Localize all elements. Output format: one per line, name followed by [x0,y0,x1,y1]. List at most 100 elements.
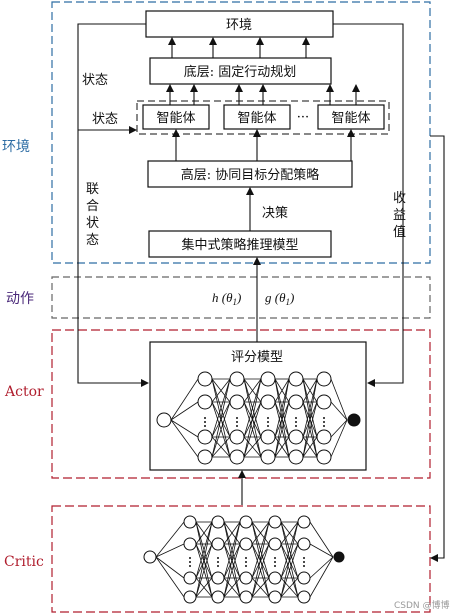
nn-ellipsis-dot [323,425,325,427]
nn-node [183,515,197,529]
nn-node [316,394,332,410]
action-region-label: 动作 [6,291,34,307]
nn-connection [302,378,318,403]
nn-node [143,550,157,564]
nn-ellipsis-dot [295,421,297,423]
nn-connection [274,378,290,458]
central-model-label: 集中式策略推理模型 [181,237,298,253]
nn-connection [274,378,290,403]
decision-label: 决策 [262,205,288,221]
nn-node [156,412,172,428]
nn-ellipsis-dot [236,421,238,423]
nn-connection [243,401,262,458]
nn-connection [251,543,270,598]
nn-node [316,371,332,387]
nn-connection [211,436,231,458]
nn-node [297,515,311,529]
nn-node [239,515,253,529]
nn-connection [211,378,231,403]
state-label-inner: 状态 [92,112,118,127]
nn-connection [251,521,270,579]
nn-ellipsis-dot [245,565,247,567]
nn-connection [309,556,334,598]
nn-ellipsis-dot [236,425,238,427]
nn-node [211,537,225,551]
nn-connection [302,436,318,458]
nn-connection [195,521,213,598]
nn-node [316,429,332,445]
actor-region [51,329,431,479]
nn-connection [330,419,348,438]
nn-node [229,429,245,445]
nn-connection [223,543,241,598]
nn-connection [302,401,318,458]
g-theta-label: g (θ1) [265,290,294,307]
actor-neural-network [156,371,361,465]
joint-state-char-1: 联 [86,182,99,197]
nn-connection [280,521,299,579]
nn-ellipsis-dot [274,561,276,563]
evaluation-model-label: 评分模型 [231,350,283,365]
nn-ellipsis-dot [295,417,297,419]
nn-ellipsis-dot [323,417,325,419]
nn-ellipsis-dot [217,557,219,559]
nn-ellipsis-dot [295,425,297,427]
joint-state-char-3: 状 [86,216,99,231]
nn-connection [170,419,199,438]
agent-label-3: 智能体 [331,111,370,126]
nn-connection [223,521,241,598]
nn-ellipsis-dot [267,421,269,423]
nn-node [197,371,213,387]
nn-node [229,371,245,387]
reward-char-3: 值 [393,224,406,240]
nn-node [239,537,253,551]
nn-connection [170,378,199,421]
nn-ellipsis-dot [267,425,269,427]
agent-ellipsis: ··· [297,110,309,125]
nn-node [333,551,345,563]
nn-node [288,394,304,410]
nn-node [229,449,245,465]
nn-ellipsis-dot [236,417,238,419]
nn-connection [280,521,299,598]
nn-node [288,449,304,465]
nn-node [197,429,213,445]
environment-box [145,10,334,38]
nn-connection [302,378,318,438]
nn-node [229,394,245,410]
nn-node [260,394,276,410]
nn-node [239,571,253,585]
nn-ellipsis-dot [267,417,269,419]
env-region-label: 环境 [2,139,30,155]
nn-connection [330,401,348,421]
nn-connection [155,521,185,558]
nn-ellipsis-dot [204,417,206,419]
nn-node [347,413,361,427]
nn-ellipsis-dot [323,421,325,423]
nn-connection [155,556,185,579]
watermark: CSDN @博博 [394,599,450,611]
nn-node [268,515,282,529]
nn-ellipsis-dot [303,561,305,563]
nn-node [260,371,276,387]
bottom-layer-label: 底层: 固定行动规划 [184,64,297,80]
nn-node [260,449,276,465]
nn-connection [274,436,290,458]
reward-char-1: 收 [393,191,406,206]
nn-connection [251,521,270,598]
nn-connection [155,543,185,558]
nn-connection [302,378,318,458]
nn-connection [280,543,299,598]
nn-ellipsis-dot [245,561,247,563]
nn-node [316,449,332,465]
nn-connection [195,521,213,545]
environment-region [51,1,431,264]
flow-lines [77,23,445,562]
nn-connection [195,521,213,579]
nn-node [260,429,276,445]
nn-node [297,571,311,585]
environment-box-label: 环境 [226,18,252,33]
nn-node [268,537,282,551]
bottom-layer-box [149,57,332,85]
nn-connection [195,577,213,598]
